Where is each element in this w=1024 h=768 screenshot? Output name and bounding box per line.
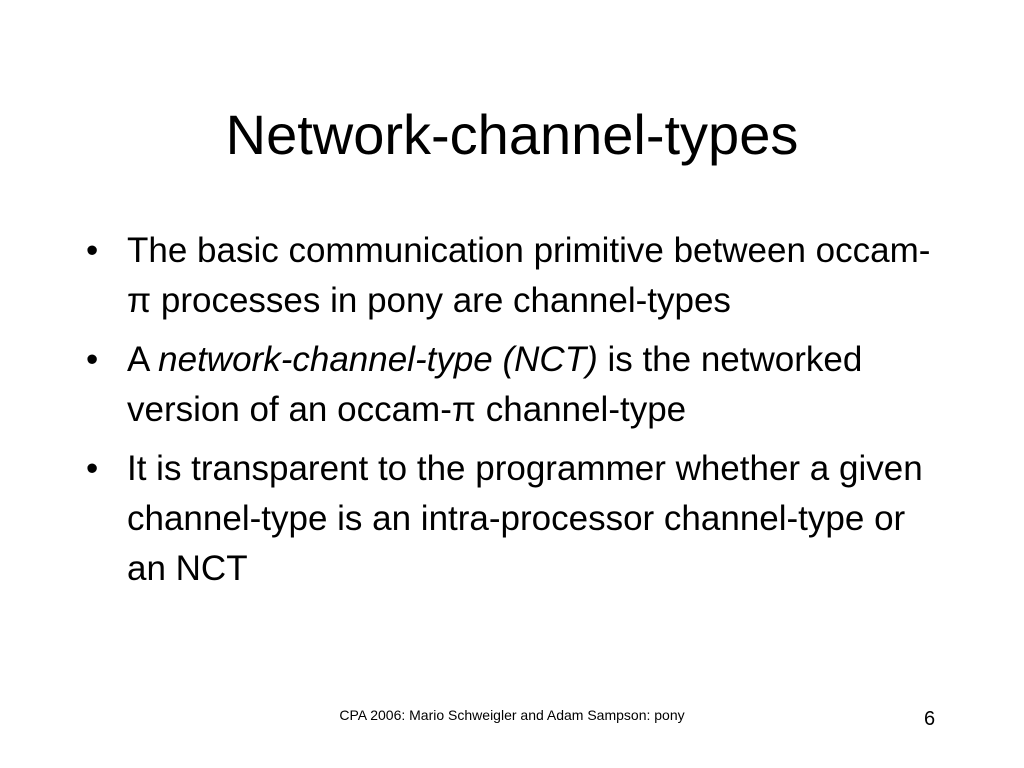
bullet-text: It is transparent to the programmer whet… — [127, 449, 923, 588]
bullet-marker: • — [86, 340, 99, 379]
bullet-item: • A network-channel-type (NCT) is the ne… — [0, 335, 937, 435]
bullet-emphasis: network-channel-type (NCT) — [158, 340, 598, 379]
bullet-text: The basic communication primitive betwee… — [127, 231, 931, 320]
bullet-marker: • — [86, 449, 99, 488]
slide-title: Network-channel-types — [225, 103, 799, 166]
slide-footer: CPA 2006: Mario Schweigler and Adam Samp… — [339, 707, 685, 723]
bullet-text-suffix: is the networked version of an occam-π c… — [127, 340, 863, 429]
bullet-item: • It is transparent to the programmer wh… — [0, 444, 937, 594]
bullet-marker: • — [86, 231, 99, 270]
page-number: 6 — [924, 708, 936, 730]
bullet-item: • The basic communication primitive betw… — [0, 226, 937, 326]
bullet-text-prefix: A — [127, 340, 159, 379]
bullet-list: • The basic communication primitive betw… — [0, 226, 1024, 603]
